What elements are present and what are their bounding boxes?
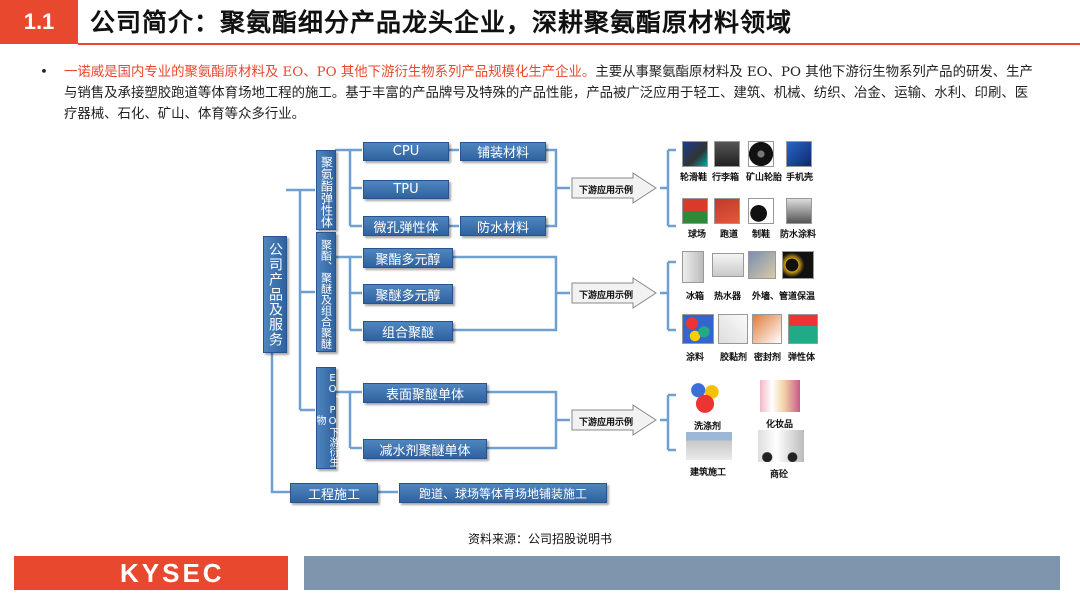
- arrow-label-1: 下游应用示例: [579, 186, 634, 196]
- service-node: 工程施工: [290, 483, 378, 503]
- header-divider: [78, 43, 1080, 45]
- adhesive-image: [718, 314, 748, 344]
- app-label-detergent: 洗涤剂: [694, 422, 722, 432]
- app-label-construction: 建筑施工: [690, 468, 727, 478]
- pipe-insulation-image: [782, 251, 814, 279]
- water-heater-image: [712, 253, 744, 277]
- item-water-reducer-monomer: 减水剂聚醚单体: [363, 439, 487, 459]
- intro-paragraph: • 一诺威是国内专业的聚氨酯原材料及 EO、PO 其他下游衍生物系列产品规模化生…: [40, 62, 1040, 125]
- waterproof-coating-image: [786, 198, 812, 224]
- footer-brand-bar: [14, 556, 288, 590]
- phone-case-image: [786, 141, 812, 167]
- app-label-sealant: 密封剂: [754, 353, 782, 363]
- roller-skate-image: [682, 141, 708, 167]
- app-label-fridge: 冰箱: [686, 292, 705, 302]
- source-note: 资料来源：公司招股说明书: [468, 532, 613, 546]
- footer-logo: KYSEC: [120, 558, 225, 588]
- court-image: [682, 198, 708, 224]
- group-label-elastomer: 聚氨酯弹性体: [316, 150, 336, 230]
- app-label-waterproof: 防水涂料: [780, 230, 817, 240]
- app-label-adhesive: 胶黏剂: [720, 353, 748, 363]
- elastomer-image: [788, 314, 818, 344]
- item-surface-monomer: 表面聚醚单体: [363, 383, 487, 403]
- group-label-eo-po: EO、PO下游衍生物: [314, 367, 338, 469]
- paint-image: [682, 314, 714, 344]
- app-label-roller-skate: 轮滑鞋: [680, 173, 708, 183]
- cosmetics-image: [760, 380, 800, 412]
- service-description: 跑道、球场等体育场地铺装施工: [399, 483, 607, 503]
- bullet-icon: •: [40, 65, 48, 80]
- group-label-polyol: 聚酯、聚醚及组合聚醚: [316, 232, 336, 352]
- sealant-image: [752, 314, 782, 344]
- detergent-image: [688, 380, 722, 414]
- app-label-insulation: 外墙、管道保温: [752, 292, 816, 302]
- app-label-luggage: 行李箱: [712, 173, 740, 183]
- arrow-downstream-2: [571, 277, 657, 309]
- mining-tire-image: [748, 141, 774, 167]
- item-polyether-polyol: 聚醚多元醇: [363, 284, 453, 304]
- item-microcellular: 微孔弹性体: [363, 216, 449, 236]
- root-node: 公司产品及服务: [263, 236, 287, 353]
- app-label-water-heater: 热水器: [714, 292, 742, 302]
- luggage-image: [714, 141, 740, 167]
- arrow-downstream-1: [571, 172, 657, 204]
- section-number: 1.1: [0, 0, 78, 44]
- arrow-downstream-3: [571, 404, 657, 436]
- shoe-image: [748, 198, 774, 224]
- building-construction-image: [686, 432, 732, 460]
- arrow-label-2: 下游应用示例: [579, 291, 634, 301]
- wall-insulation-image: [748, 251, 776, 279]
- app-label-elastomer: 弹性体: [788, 353, 816, 363]
- intro-highlight: 一诺威是国内专业的聚氨酯原材料及 EO、PO 其他下游衍生物系列产品规模化生产企…: [64, 65, 596, 80]
- footer-bar: [304, 556, 1060, 590]
- refrigerator-image: [682, 251, 704, 283]
- intro-body: 主要从事聚氨酯原材料及 EO、PO 其他下游衍生物系列产品的研发、生产与销售及承…: [64, 65, 1033, 122]
- track-image: [714, 198, 740, 224]
- page-title: 公司简介：聚氨酯细分产品龙头企业，深耕聚氨酯原材料领域: [90, 8, 793, 37]
- item-tpu: TPU: [363, 180, 449, 199]
- app-label-mining-tire: 矿山轮胎: [746, 173, 783, 183]
- app-label-court: 球场: [688, 230, 707, 240]
- app-label-phone-case: 手机壳: [786, 173, 814, 183]
- app-label-shoe: 制鞋: [752, 230, 771, 240]
- app-label-paint: 涂料: [686, 353, 705, 363]
- item-polyester-polyol: 聚酯多元醇: [363, 248, 453, 268]
- arrow-label-3: 下游应用示例: [579, 418, 634, 428]
- item-cpu: CPU: [363, 142, 449, 161]
- item-paving-material: 铺装材料: [460, 142, 546, 161]
- app-label-concrete: 商砼: [770, 470, 789, 480]
- item-combined-polyether: 组合聚醚: [363, 321, 453, 341]
- concrete-mixer-image: [758, 430, 804, 462]
- item-waterproof-material: 防水材料: [460, 216, 546, 236]
- app-label-track: 跑道: [720, 230, 739, 240]
- app-label-cosmetics: 化妆品: [766, 420, 794, 430]
